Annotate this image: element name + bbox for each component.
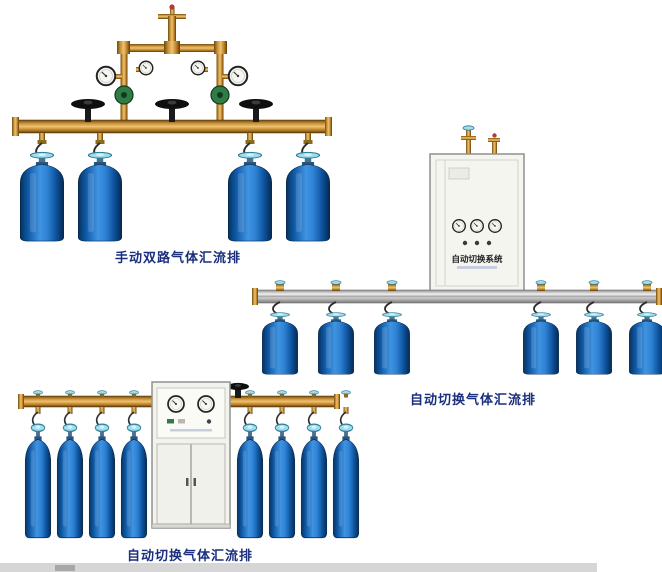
cylinder-station — [88, 390, 116, 539]
control-knob — [462, 240, 468, 246]
cylinder-station — [236, 390, 264, 539]
connection-hose — [533, 301, 542, 315]
valve-handwheel — [239, 99, 273, 122]
valve-cyan-handle — [462, 125, 475, 131]
page-bottom-strip — [0, 563, 597, 572]
gas-cylinder — [77, 151, 123, 242]
pressure-regulator-right — [190, 60, 249, 105]
cylinder-station — [120, 390, 148, 539]
cabinet-top-valves — [461, 125, 500, 156]
pressure-gauge — [167, 395, 185, 413]
connection-hose — [586, 301, 595, 315]
auto-switch-manifold-wall-illustration: 自动切换系统 — [252, 125, 662, 375]
gas-cylinder — [227, 151, 273, 242]
control-knob — [486, 240, 492, 246]
cabinet-vent-plate — [448, 167, 470, 180]
pressure-gauge — [452, 219, 466, 233]
valve-handwheel — [227, 382, 249, 398]
valve-cyan-handle — [535, 280, 547, 285]
gas-cylinder — [522, 312, 560, 375]
cylinder-station — [261, 280, 299, 375]
cylinder-station — [77, 133, 123, 242]
cabinet-door-left — [156, 443, 191, 525]
gas-cylinder — [88, 423, 116, 539]
indicator-gray — [178, 419, 185, 424]
connection-hose — [384, 301, 393, 315]
cabinet-door-right — [191, 443, 226, 525]
caption-manual-dual-manifold: 手动双路气体汇流排 — [114, 250, 241, 265]
valve-cyan-handle — [588, 280, 600, 285]
valve-handwheel — [71, 99, 105, 122]
gas-cylinder — [285, 151, 331, 242]
page-bottom-strip-mark — [55, 565, 75, 571]
control-knob — [206, 419, 212, 424]
valve-cyan-handle — [330, 280, 342, 285]
cabinet-sublabel-line — [170, 429, 212, 432]
cylinder-station — [268, 390, 296, 539]
cylinder-station — [56, 390, 84, 539]
relief-valve-cap — [169, 4, 175, 10]
cylinder-station — [628, 280, 662, 375]
gas-cylinder — [24, 423, 52, 539]
gas-cylinder — [332, 423, 360, 539]
gas-cylinder — [575, 312, 613, 375]
door-handle — [186, 478, 189, 486]
cylinder-station — [373, 280, 411, 375]
cylinder-station — [332, 390, 360, 539]
relief-valve-cap — [492, 133, 497, 138]
caption-auto-switch-floor: 自动切换气体汇流排 — [126, 548, 253, 563]
cylinder-station — [19, 133, 65, 242]
gas-cylinder — [628, 312, 662, 375]
auto-switch-manifold-floor-illustration — [18, 381, 360, 539]
cylinder-station — [317, 280, 355, 375]
cylinder-station — [522, 280, 560, 375]
cylinder-station — [227, 133, 273, 242]
caption-auto-switch-wall: 自动切换气体汇流排 — [409, 392, 536, 407]
gas-cylinder — [373, 312, 411, 375]
cylinder-station — [285, 133, 331, 242]
gas-cylinder — [236, 423, 264, 539]
manual-dual-gas-manifold-illustration — [12, 4, 332, 242]
pressure-gauge — [227, 65, 249, 87]
gas-cylinder — [300, 423, 328, 539]
pressure-regulator-left — [95, 60, 154, 105]
cabinet-label: 自动切换系统 — [451, 254, 503, 264]
gas-cylinder — [120, 423, 148, 539]
cabinet-sublabel-line — [457, 266, 497, 269]
valve-cyan-handle — [274, 280, 286, 285]
gas-cylinder — [268, 423, 296, 539]
gas-cylinder — [56, 423, 84, 539]
floor-cabinet — [151, 381, 231, 529]
connection-hose — [328, 301, 337, 315]
pressure-gauge — [470, 219, 484, 233]
control-knob — [474, 240, 480, 246]
door-handle — [193, 478, 196, 486]
control-cabinet: 自动切换系统 — [429, 153, 525, 293]
valve-handwheel — [155, 99, 189, 122]
pressure-gauge — [95, 65, 117, 87]
valve-cyan-handle — [641, 280, 653, 285]
pressure-gauge — [488, 219, 502, 233]
valve-cyan-handle — [386, 280, 398, 285]
cabinet-base — [151, 523, 231, 529]
gas-cylinder — [19, 151, 65, 242]
pressure-gauge — [190, 60, 206, 76]
gas-cylinder — [261, 312, 299, 375]
cylinder-station — [24, 390, 52, 539]
pressure-gauge — [197, 395, 215, 413]
connection-hose — [639, 301, 648, 315]
cylinder-rail — [252, 288, 662, 305]
gas-cylinder — [317, 312, 355, 375]
indicator-green — [167, 419, 174, 424]
cylinder-station — [300, 390, 328, 539]
pressure-gauge — [138, 60, 154, 76]
connection-hose — [272, 301, 281, 315]
cylinder-station — [575, 280, 613, 375]
